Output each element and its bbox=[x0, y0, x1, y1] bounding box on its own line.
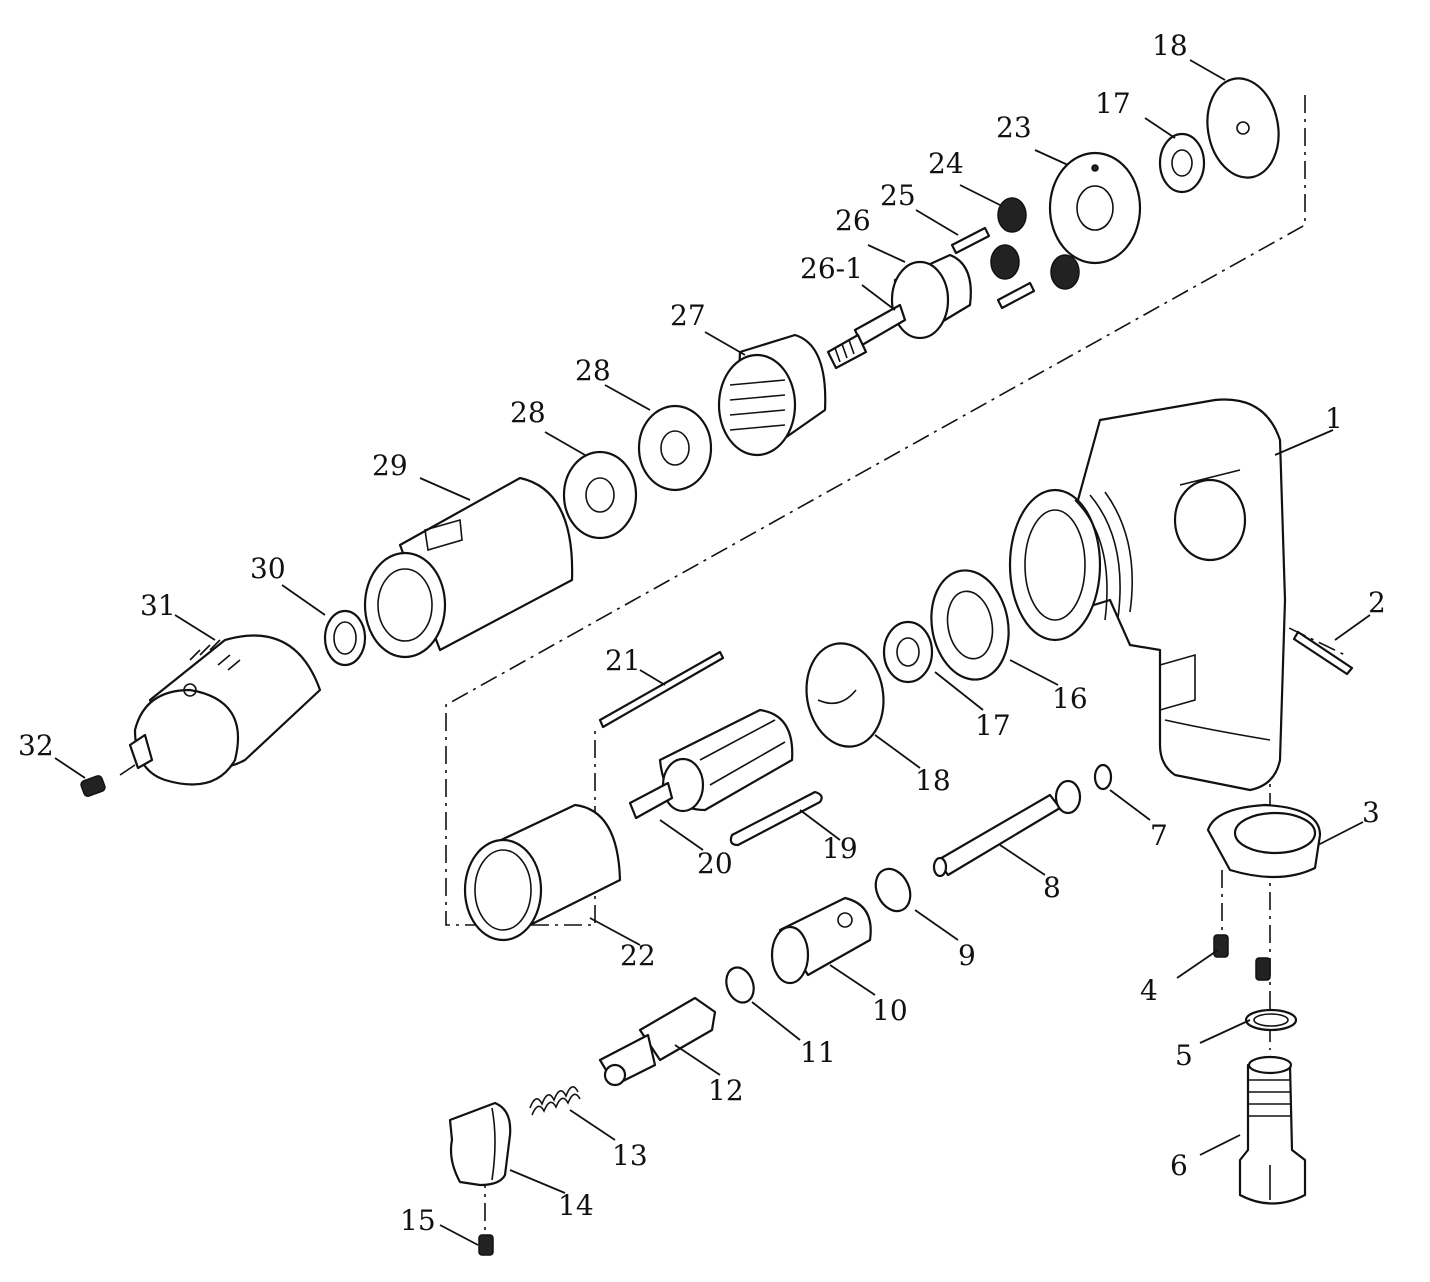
callout-17-front: 17 bbox=[1095, 87, 1131, 120]
screw-part-4 bbox=[1213, 934, 1271, 981]
bearing-part-28-rear bbox=[637, 404, 713, 492]
callout-28-rear: 28 bbox=[575, 354, 611, 387]
rotor-part-20 bbox=[628, 708, 794, 820]
callout-21: 21 bbox=[605, 644, 641, 677]
leader-lines bbox=[54, 59, 1371, 1246]
o-ring-part-11 bbox=[725, 966, 755, 1004]
callout-9: 9 bbox=[958, 939, 976, 972]
end-plate-part-18-rear bbox=[805, 642, 885, 748]
callout-1: 1 bbox=[1325, 402, 1343, 435]
trigger-part-14 bbox=[448, 1101, 512, 1187]
cylinder-part-22 bbox=[463, 803, 622, 942]
callout-12: 12 bbox=[708, 1074, 744, 1107]
blade-part-21 bbox=[598, 650, 725, 729]
callout-27: 27 bbox=[670, 299, 706, 332]
callout-5: 5 bbox=[1175, 1039, 1193, 1072]
rotor-blade-part-19 bbox=[729, 790, 823, 847]
callout-17-rear: 17 bbox=[975, 709, 1011, 742]
o-ring-part-5 bbox=[1244, 1008, 1298, 1032]
callout-25: 25 bbox=[880, 179, 916, 212]
callout-30: 30 bbox=[250, 552, 286, 585]
callout-15: 15 bbox=[400, 1204, 436, 1237]
callout-4: 4 bbox=[1140, 974, 1158, 1007]
end-plate-part-18-front bbox=[1206, 77, 1280, 179]
ring-gear-part-27 bbox=[717, 333, 827, 457]
callout-22: 22 bbox=[620, 939, 656, 972]
gear-housing-part-29 bbox=[363, 476, 574, 659]
gasket-part-16 bbox=[930, 569, 1010, 681]
set-screw-part-15 bbox=[478, 1234, 494, 1256]
chuck-part-31 bbox=[128, 634, 322, 786]
ring-part-30 bbox=[323, 609, 367, 667]
callout-labels: 1 2 3 4 5 6 7 8 9 10 11 12 13 14 15 16 1… bbox=[18, 29, 1386, 1237]
bearing-part-17-front bbox=[1158, 132, 1206, 194]
callout-10: 10 bbox=[872, 994, 908, 1027]
planet-gear-part-24 bbox=[990, 197, 1080, 290]
callout-23: 23 bbox=[996, 111, 1032, 144]
spring-part-13 bbox=[529, 1086, 581, 1116]
bearing-part-28-front bbox=[562, 450, 638, 540]
callout-14: 14 bbox=[558, 1189, 594, 1222]
housing-part-1 bbox=[1008, 398, 1287, 792]
callout-26: 26 bbox=[835, 204, 871, 237]
bearing-part-17-rear bbox=[882, 620, 934, 684]
callout-3: 3 bbox=[1362, 796, 1380, 829]
callout-11: 11 bbox=[800, 1036, 836, 1069]
callout-8: 8 bbox=[1043, 871, 1061, 904]
bushing-part-3 bbox=[1206, 803, 1322, 879]
callout-19: 19 bbox=[822, 832, 858, 865]
valve-sleeve-part-10 bbox=[770, 896, 872, 985]
planet-pin-part-25 bbox=[950, 226, 1036, 310]
pin-part-2 bbox=[1292, 630, 1354, 676]
callout-18-front: 18 bbox=[1152, 29, 1188, 62]
inlet-fitting-part-6 bbox=[1238, 1055, 1307, 1205]
callout-18-rear: 18 bbox=[915, 764, 951, 797]
valve-stem-part-8 bbox=[932, 779, 1082, 878]
callout-7: 7 bbox=[1150, 819, 1168, 852]
callout-20: 20 bbox=[697, 847, 733, 880]
callout-24: 24 bbox=[928, 147, 964, 180]
callout-29: 29 bbox=[372, 449, 408, 482]
gear-plate-part-23 bbox=[1048, 151, 1142, 265]
callout-28-front: 28 bbox=[510, 396, 546, 429]
throttle-valve-part-12 bbox=[598, 996, 717, 1087]
callout-26-1: 26-1 bbox=[800, 252, 863, 285]
callout-32: 32 bbox=[18, 729, 54, 762]
callout-16: 16 bbox=[1052, 682, 1088, 715]
o-ring-part-7 bbox=[1093, 763, 1113, 791]
callout-2: 2 bbox=[1368, 586, 1386, 619]
spindle-part-26 bbox=[826, 253, 972, 370]
callout-6: 6 bbox=[1170, 1149, 1188, 1182]
callout-13: 13 bbox=[612, 1139, 648, 1172]
callout-31: 31 bbox=[140, 589, 176, 622]
screw-part-32 bbox=[80, 775, 106, 797]
o-ring-part-9 bbox=[874, 867, 912, 913]
